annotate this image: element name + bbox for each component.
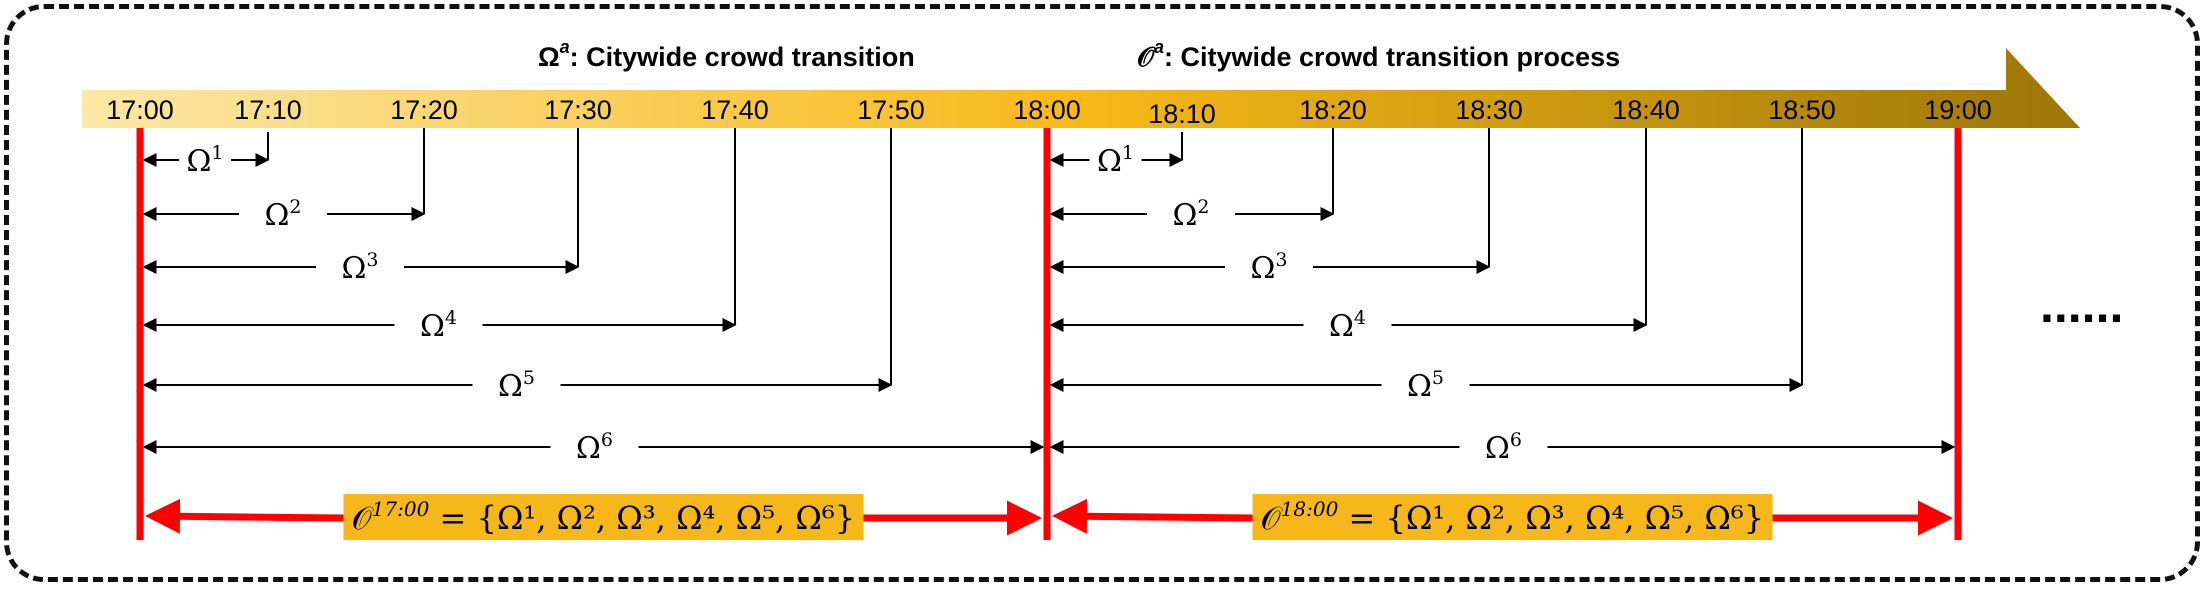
interval-label: Ω6 — [1485, 429, 1522, 466]
dashed-frame — [4, 4, 2200, 582]
tick-label: 17:00 — [106, 95, 174, 125]
tick-label: 18:30 — [1455, 95, 1523, 125]
tick-label: 18:20 — [1299, 95, 1367, 125]
summary-formula: 𝒪17:00 = {Ω¹, Ω², Ω³, Ω⁴, Ω⁵, Ω⁶} — [352, 497, 856, 537]
summary-arrow-left — [145, 498, 344, 534]
tick-label: 18:00 — [1013, 95, 1081, 125]
tick-label: 18:10 — [1148, 99, 1216, 129]
tick-label: 17:30 — [544, 95, 612, 125]
interval-label: Ω3 — [1251, 249, 1288, 286]
tick-label: 17:40 — [701, 95, 769, 125]
summary-formula: 𝒪18:00 = {Ω¹, Ω², Ω³, Ω⁴, Ω⁵, Ω⁶} — [1261, 497, 1765, 537]
interval-label: Ω4 — [420, 307, 457, 344]
interval-label: Ω4 — [1329, 307, 1366, 344]
diagram-title: Ωa: Citywide crowd transition — [538, 37, 915, 72]
interval-label: Ω6 — [576, 429, 613, 466]
interval-label: Ω2 — [265, 196, 302, 233]
interval-label: Ω1 — [187, 142, 224, 179]
tick-label: 19:00 — [1924, 95, 1992, 125]
timeline-bar — [82, 48, 2080, 128]
summary-arrow-left — [1052, 498, 1253, 534]
interval-label: Ω2 — [1173, 196, 1210, 233]
summary-box — [1252, 494, 1773, 540]
tick-label: 17:20 — [390, 95, 458, 125]
tick-label: 18:50 — [1768, 95, 1836, 125]
summary-box — [343, 494, 864, 540]
interval-label: Ω5 — [1407, 367, 1444, 404]
tick-label: 17:10 — [234, 95, 302, 125]
interval-label: Ω5 — [498, 367, 535, 404]
interval-label: Ω1 — [1097, 142, 1134, 179]
interval-label: Ω3 — [342, 249, 379, 286]
diagram-title: 𝒪a: Citywide crowd transition process — [1137, 37, 1620, 72]
ellipsis-dots: ...... — [2040, 277, 2123, 333]
tick-label: 17:50 — [857, 95, 925, 125]
tick-label: 18:40 — [1612, 95, 1680, 125]
